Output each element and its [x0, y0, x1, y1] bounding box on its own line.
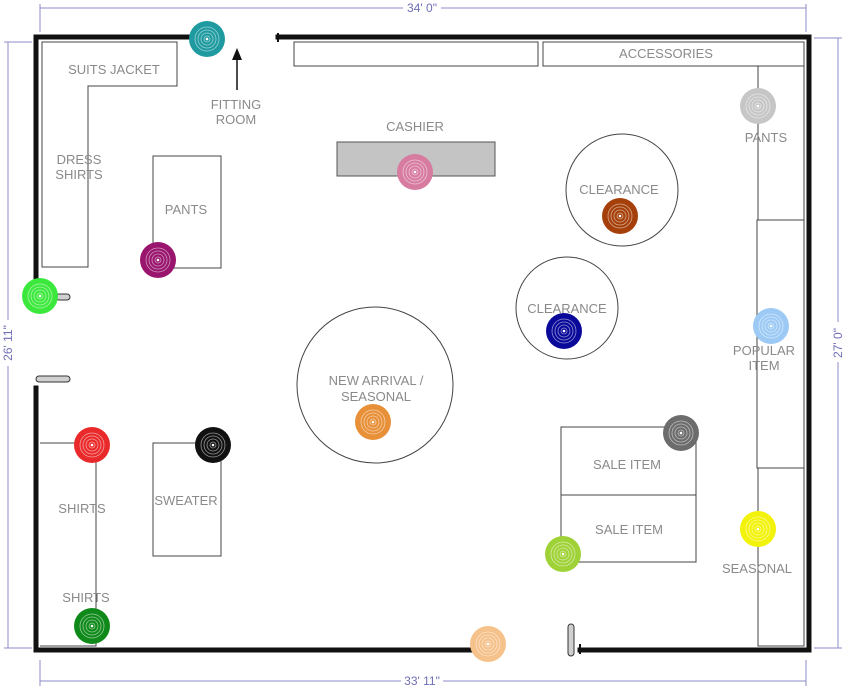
- label-shirts-lower: SHIRTS: [62, 590, 110, 605]
- popular-item-shelf: [756, 219, 805, 469]
- label-accessories: ACCESSORIES: [619, 46, 713, 61]
- label-popular-item-line2: ITEM: [748, 358, 779, 373]
- label-sweater: SWEATER: [154, 493, 217, 508]
- label-dress-shirts-line1: DRESS: [57, 152, 102, 167]
- shirts-wall-fixture: [40, 442, 97, 647]
- markers: [22, 21, 789, 662]
- marker-dark-gray-icon: [663, 415, 699, 451]
- clearance-table-top: [565, 133, 679, 247]
- marker-light-blue-icon: [753, 308, 789, 344]
- label-seasonal: SEASONAL: [722, 561, 792, 576]
- door-stub-left-upper: [55, 293, 71, 301]
- marker-silver-icon: [740, 88, 776, 124]
- marker-dark-green-icon: [74, 608, 110, 644]
- dimension-right: 27' 0": [831, 328, 845, 358]
- marker-peach-icon: [470, 626, 506, 662]
- label-sale-item-2: SALE ITEM: [595, 522, 663, 537]
- marker-magenta-icon: [140, 242, 176, 278]
- label-pants-right: PANTS: [745, 130, 788, 145]
- marker-black-icon: [195, 427, 231, 463]
- label-clearance-top: CLEARANCE: [579, 182, 659, 197]
- accessories-shelf: [542, 41, 805, 67]
- label-new-arrival-line2: SEASONAL: [341, 389, 411, 404]
- marker-lime-icon: [545, 536, 581, 572]
- marker-pink-icon: [397, 154, 433, 190]
- marker-green-icon: [22, 278, 58, 314]
- label-suits-jacket: SUITS JACKET: [68, 62, 160, 77]
- dimension-top: 34' 0": [407, 1, 437, 15]
- label-popular-item-line1: POPULAR: [733, 343, 795, 358]
- new-arrival-table: [296, 306, 454, 464]
- label-clearance-mid: CLEARANCE: [527, 301, 607, 316]
- clearance-table-mid: [515, 256, 619, 360]
- door-stub-left-lower: [35, 375, 71, 383]
- wall-shelf-top: [293, 41, 539, 67]
- walls: [33, 34, 812, 653]
- marker-yellow-icon: [740, 511, 776, 547]
- label-fitting-room-line2: ROOM: [216, 112, 256, 127]
- label-sale-item-1: SALE ITEM: [593, 457, 661, 472]
- marker-red-icon: [74, 427, 110, 463]
- marker-brown-icon: [602, 198, 638, 234]
- marker-navy-icon: [546, 313, 582, 349]
- label-cashier: CASHIER: [386, 119, 444, 134]
- marker-orange-icon: [355, 404, 391, 440]
- fitting-room-arrow: [232, 48, 242, 90]
- door-stub-bottom: [567, 623, 575, 657]
- label-new-arrival-line1: NEW ARRIVAL /: [329, 373, 424, 388]
- label-pants-left: PANTS: [165, 202, 208, 217]
- suits-dress-shirts-fixture: [41, 41, 178, 268]
- dimension-left: 26' 11": [1, 325, 15, 361]
- label-dress-shirts-line2: SHIRTS: [55, 167, 103, 182]
- label-fitting-room-line1: FITTING: [211, 97, 262, 112]
- dimension-bottom: 33' 11": [404, 674, 440, 687]
- seasonal-shelf: [757, 467, 805, 647]
- sale-item-table-2: [560, 494, 697, 563]
- label-shirts-upper: SHIRTS: [58, 501, 106, 516]
- marker-teal-icon: [189, 21, 225, 57]
